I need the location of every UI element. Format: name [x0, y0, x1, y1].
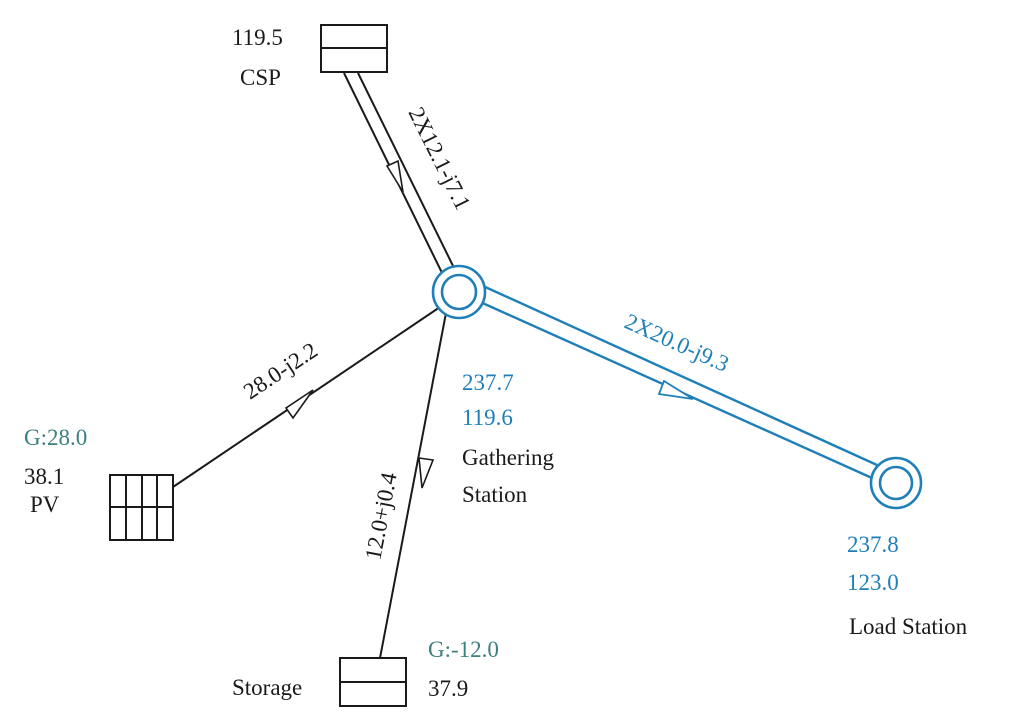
csp-value: 119.5 — [232, 25, 283, 50]
pv-value: 38.1 — [24, 464, 64, 489]
flow-arrow-storage — [418, 457, 435, 489]
gathering-station-bus — [431, 264, 487, 320]
storage-symbol — [339, 657, 407, 707]
storage-label: Storage — [232, 675, 302, 700]
line-gathering-load — [477, 284, 878, 480]
load-value1: 237.8 — [847, 532, 899, 557]
label-line-csp-gathering: 2X12.1-j7.1 — [404, 103, 476, 214]
flow-arrow-load — [657, 379, 694, 400]
line-pv-gathering — [172, 306, 441, 488]
line-gathering-storage — [379, 312, 447, 659]
flow-arrow-csp — [385, 159, 404, 193]
gathering-value2: 119.6 — [462, 405, 513, 430]
storage-generation: G:-12.0 — [428, 637, 499, 662]
load-station-bus — [869, 456, 923, 510]
gathering-value1: 237.7 — [462, 370, 514, 395]
pv-generation: G:28.0 — [24, 425, 87, 450]
storage-value: 37.9 — [428, 676, 468, 701]
flow-arrow-pv — [284, 389, 314, 420]
csp-label: CSP — [240, 65, 281, 90]
csp-symbol — [320, 24, 388, 73]
label-line-gathering-storage: 12.0+j0.4 — [360, 470, 401, 562]
load-value2: 123.0 — [847, 570, 899, 595]
pv-symbol — [109, 474, 174, 541]
pv-label: PV — [30, 492, 60, 517]
gathering-label-line2: Station — [462, 482, 528, 507]
label-line-gathering-load: 2X20.0-j9.3 — [621, 309, 733, 377]
load-label: Load Station — [849, 614, 968, 639]
line-csp-gathering — [343, 72, 459, 282]
gathering-label-line1: Gathering — [462, 445, 554, 470]
